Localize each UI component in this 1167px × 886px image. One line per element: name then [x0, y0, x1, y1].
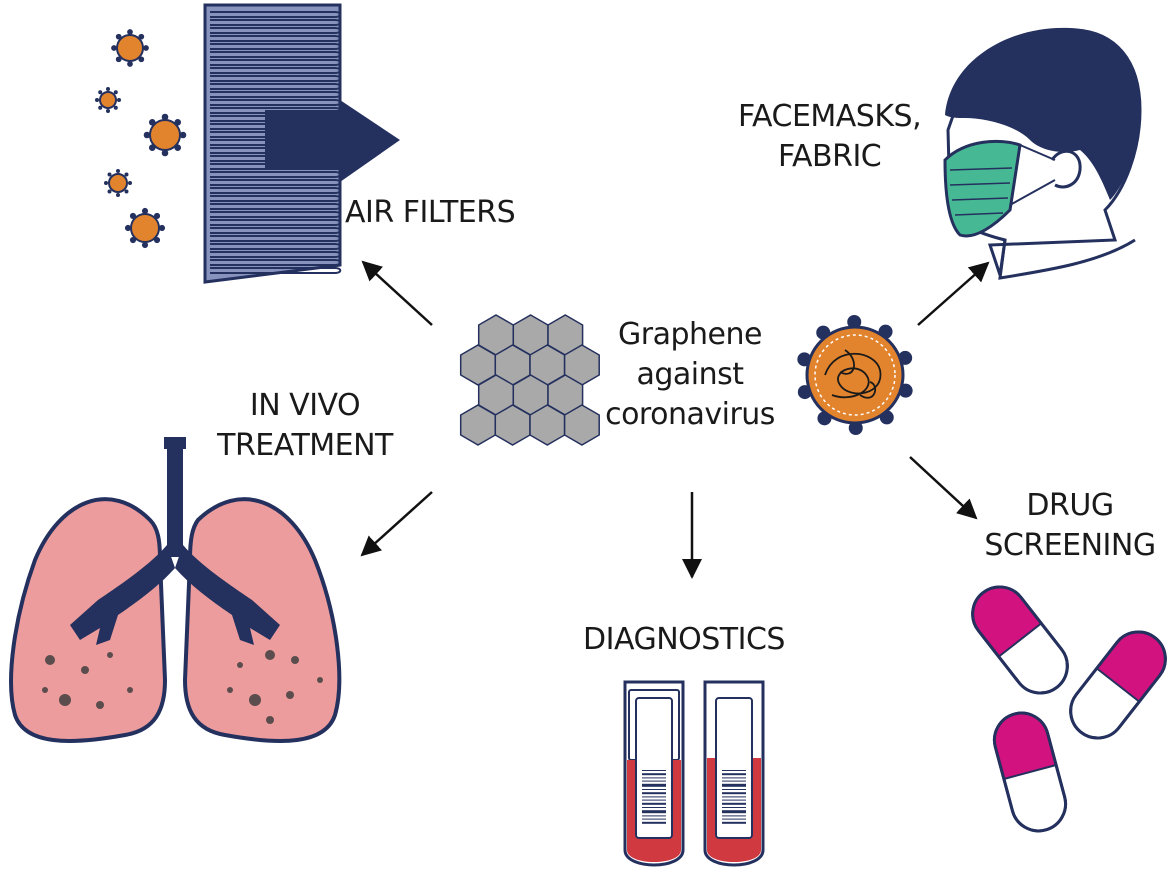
- airborne-virus-icons: [95, 29, 187, 249]
- air-filter-icon: [203, 3, 400, 284]
- air-filters-label: AIR FILTERS: [345, 193, 516, 233]
- in-vivo-label-line-1: IN VIVO: [249, 388, 361, 423]
- drug-screening-label-line-1: DRUG: [1026, 488, 1114, 523]
- drug-screening-label-line-2: SCREENING: [984, 528, 1156, 563]
- drug-screening-label: DRUG SCREENING: [975, 486, 1165, 566]
- center-label: Graphene against coronavirus: [600, 315, 780, 435]
- arrow-to-facemasks: [917, 261, 990, 326]
- air-filters-label-text: AIR FILTERS: [345, 195, 516, 230]
- facemasks-label: FACEMASKS, FABRIC: [738, 97, 922, 177]
- facemasks-label-line-2: FABRIC: [778, 139, 882, 174]
- arrow-to-in-vivo: [360, 491, 433, 557]
- arrow-to-drug-screening: [909, 456, 978, 520]
- test-tubes-icon: [623, 680, 765, 867]
- center-label-line-3: coronavirus: [605, 397, 775, 432]
- in-vivo-label: IN VIVO TREATMENT: [200, 386, 410, 466]
- lungs-icon: [9, 437, 342, 743]
- center-label-line-2: against: [636, 357, 744, 392]
- diagnostics-label-text: DIAGNOSTICS: [583, 622, 785, 657]
- coronavirus-icon: [797, 315, 913, 435]
- graphene-lattice-icon: [459, 314, 600, 446]
- arrow-to-air-filters: [361, 260, 433, 326]
- center-label-line-1: Graphene: [618, 317, 762, 352]
- facemasks-label-line-1: FACEMASKS,: [738, 99, 922, 134]
- person-facemask-icon: [943, 27, 1142, 280]
- diagnostics-label: DIAGNOSTICS: [583, 620, 785, 660]
- in-vivo-label-line-2: TREATMENT: [217, 428, 393, 463]
- pills-icon: [971, 585, 1167, 833]
